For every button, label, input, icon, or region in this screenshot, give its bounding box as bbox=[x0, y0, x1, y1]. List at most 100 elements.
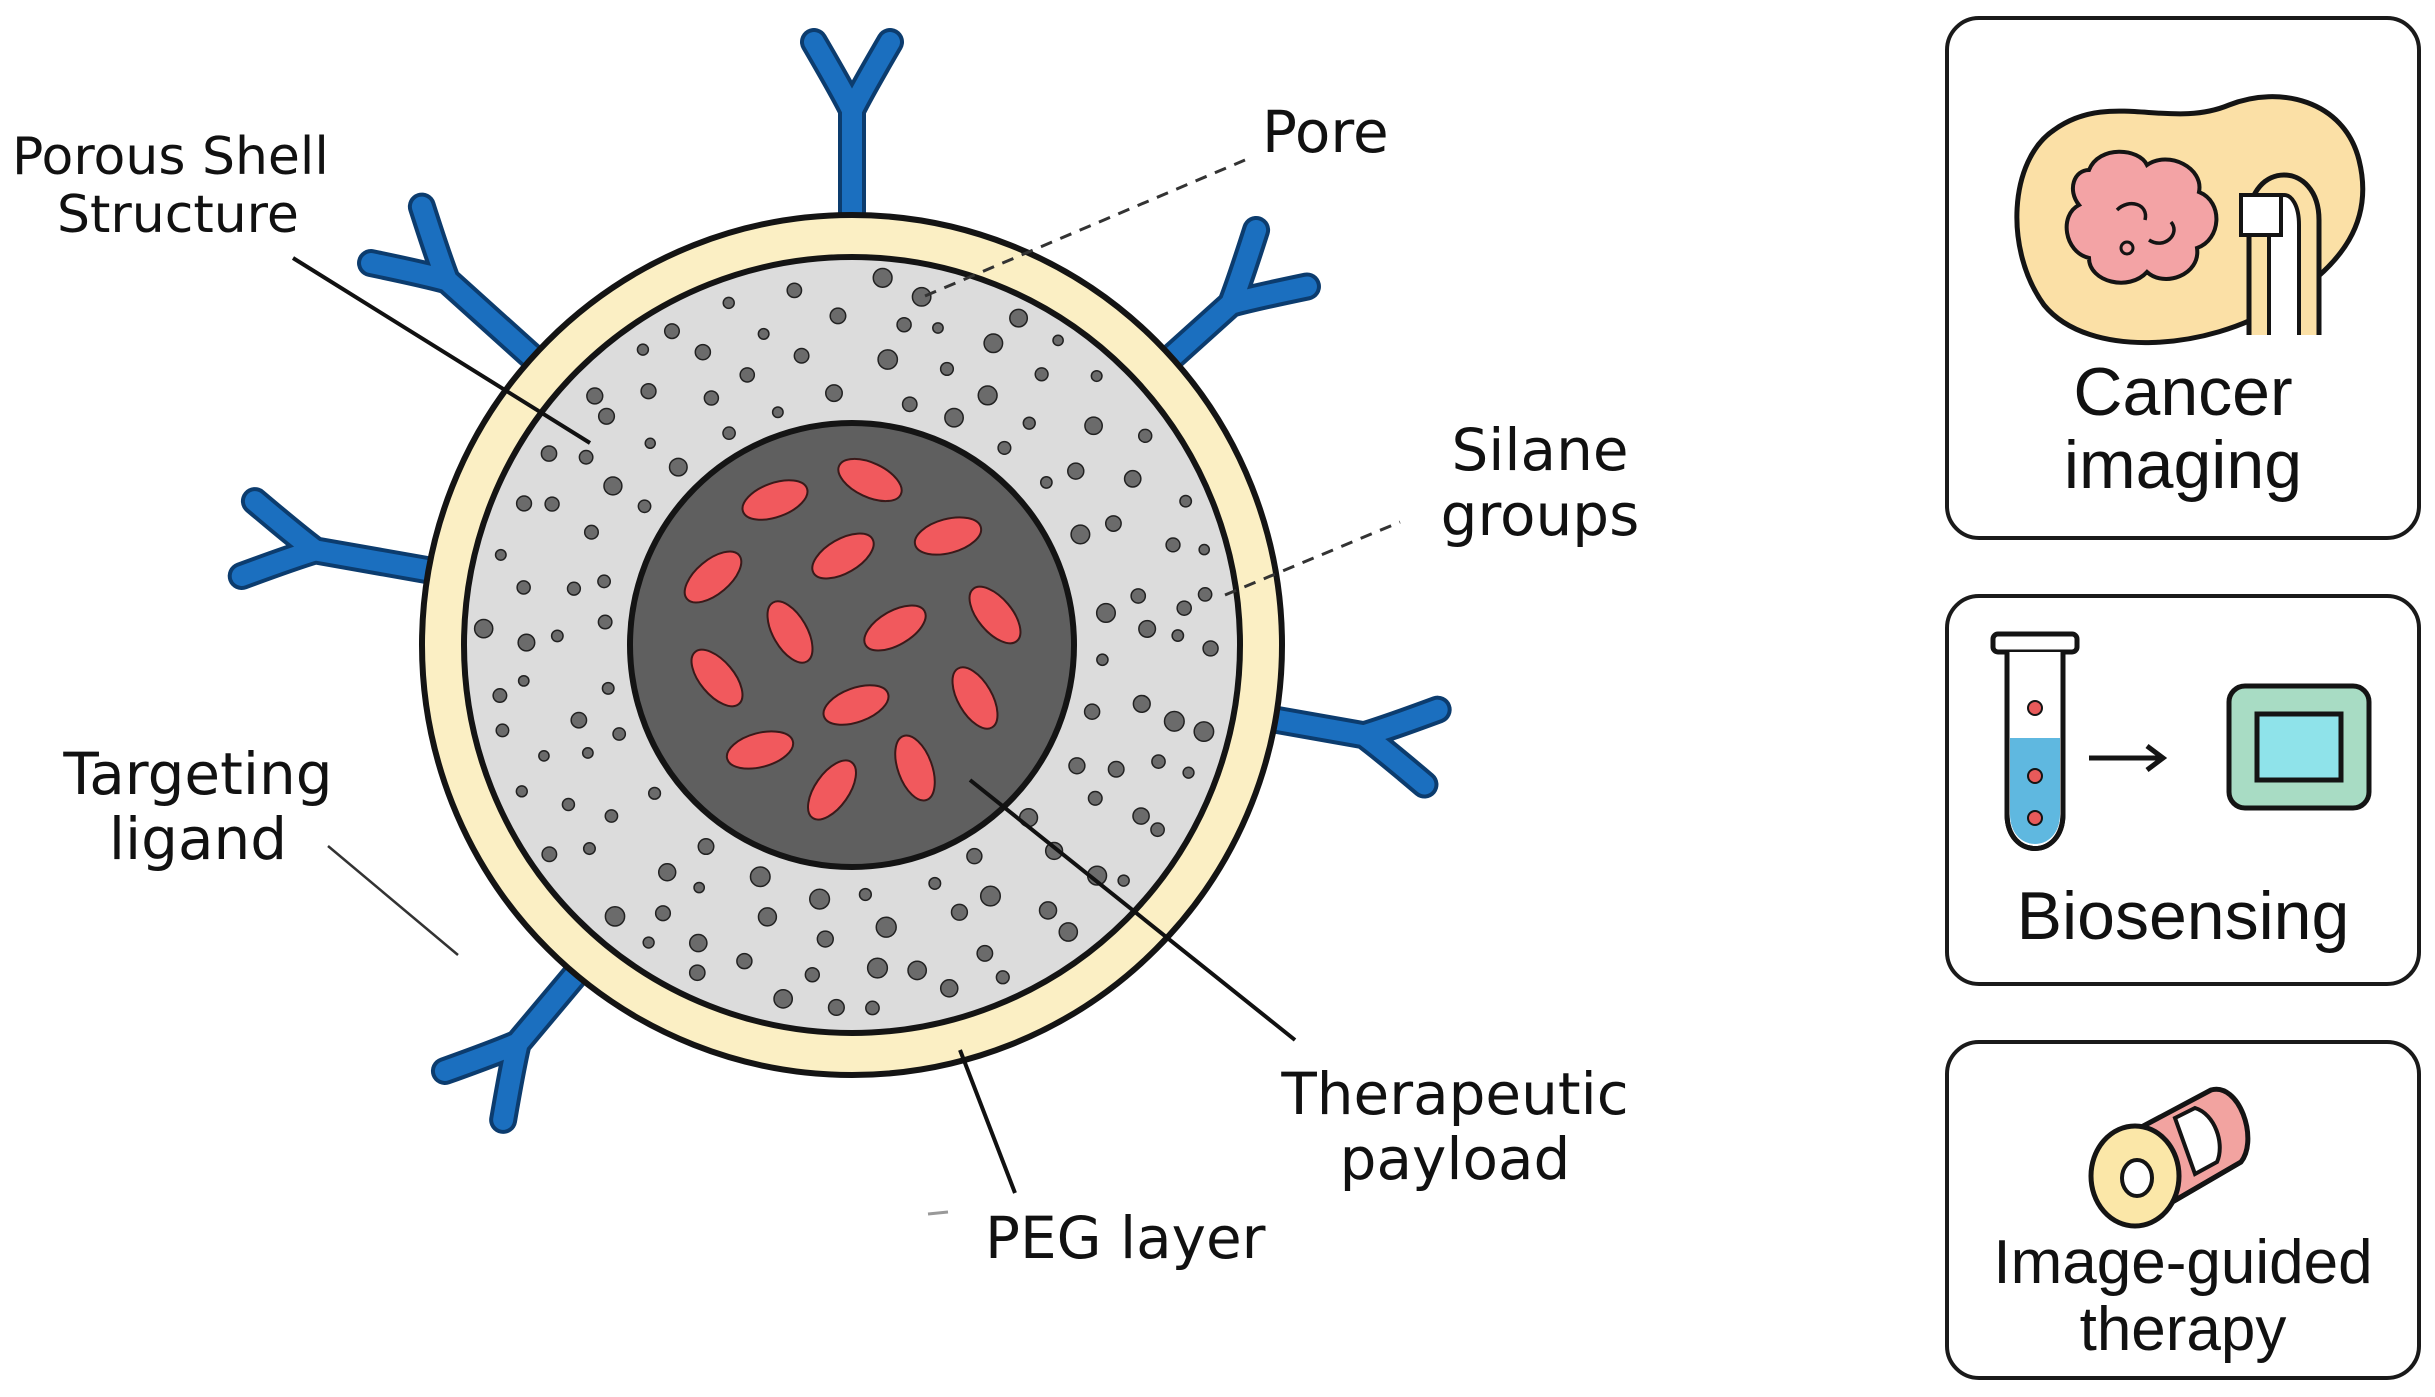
pore bbox=[492, 688, 508, 704]
pore bbox=[541, 846, 558, 863]
pore bbox=[697, 838, 715, 856]
cancer-imaging-title-line1: Cancer bbox=[2073, 354, 2293, 430]
payload-particle bbox=[822, 684, 890, 726]
pore bbox=[703, 390, 720, 406]
pore bbox=[663, 323, 681, 340]
image-guided-therapy-title-line2: therapy bbox=[2079, 1294, 2287, 1364]
pore bbox=[668, 457, 688, 477]
pore bbox=[550, 629, 564, 643]
pore bbox=[1068, 757, 1086, 775]
biosensing-icon bbox=[1990, 631, 2372, 851]
pore bbox=[1193, 721, 1215, 743]
pore bbox=[1052, 334, 1064, 347]
pore bbox=[976, 944, 994, 962]
therapeutic-leader bbox=[968, 778, 1297, 1042]
pore bbox=[1132, 807, 1150, 825]
pore bbox=[877, 349, 899, 370]
pore bbox=[939, 361, 955, 377]
pore bbox=[1137, 428, 1153, 444]
pore bbox=[642, 936, 655, 949]
pore bbox=[1039, 476, 1053, 489]
pore bbox=[603, 476, 623, 496]
pore bbox=[694, 343, 712, 361]
porous-shell-leader bbox=[291, 256, 592, 445]
pore bbox=[722, 296, 735, 310]
pore bbox=[1150, 822, 1165, 838]
pore bbox=[540, 445, 558, 462]
pore bbox=[872, 267, 893, 288]
pore bbox=[773, 988, 794, 1009]
pore bbox=[517, 674, 530, 687]
pore bbox=[1165, 537, 1181, 553]
pore bbox=[1197, 587, 1213, 602]
pore bbox=[1117, 874, 1130, 887]
pore bbox=[578, 449, 594, 465]
pore-leader bbox=[924, 158, 1246, 298]
pore bbox=[827, 998, 845, 1017]
pore bbox=[829, 307, 847, 325]
pore bbox=[997, 440, 1012, 455]
pore bbox=[494, 548, 507, 561]
pore bbox=[601, 681, 615, 695]
payload-particle bbox=[951, 666, 999, 730]
pore bbox=[939, 979, 959, 998]
porous-shell-label: Porous Shell Structure bbox=[12, 127, 329, 246]
pore bbox=[907, 960, 928, 981]
pore bbox=[581, 747, 594, 759]
biosensing-title: Biosensing bbox=[1949, 879, 2417, 953]
porous-shell-label-line1: Porous Shell bbox=[12, 127, 329, 187]
card-biosensing: Biosensing bbox=[1945, 594, 2421, 986]
pore bbox=[858, 887, 873, 902]
pore bbox=[1058, 922, 1079, 942]
pore bbox=[637, 499, 652, 514]
pore bbox=[757, 907, 778, 927]
image-guided-therapy-icon bbox=[2088, 1086, 2251, 1229]
therapeutic-payload-particles bbox=[683, 457, 1022, 821]
cancer-imaging-title: Cancer imaging bbox=[1949, 354, 2417, 503]
stray-mark bbox=[927, 1210, 949, 1216]
pore bbox=[901, 396, 918, 413]
pore bbox=[583, 524, 600, 540]
pore bbox=[647, 786, 662, 800]
silane-label-line1: Silane bbox=[1451, 416, 1629, 484]
cancer-imaging-icon bbox=[2014, 94, 2366, 346]
pore bbox=[654, 905, 672, 922]
pore bbox=[944, 407, 964, 428]
image-guided-therapy-title: Image-guided therapy bbox=[1949, 1229, 2417, 1364]
therapeutic-label-line1: Therapeutic bbox=[1281, 1060, 1629, 1128]
pore bbox=[979, 885, 1002, 907]
pore bbox=[1176, 600, 1193, 616]
payload-particle bbox=[968, 585, 1022, 645]
pore bbox=[739, 367, 756, 383]
porous-shell-label-line2: Structure bbox=[57, 185, 299, 246]
pore bbox=[1022, 416, 1036, 430]
pore bbox=[644, 437, 656, 450]
pore bbox=[950, 903, 969, 921]
pore bbox=[1087, 790, 1103, 806]
pore bbox=[1083, 703, 1101, 720]
pore bbox=[612, 727, 627, 741]
card-image-guided-therapy: Image-guided therapy bbox=[1945, 1040, 2421, 1380]
pore bbox=[995, 970, 1010, 985]
therapeutic-label-line2: payload bbox=[1339, 1124, 1571, 1193]
peg-label: PEG layer bbox=[985, 1204, 1266, 1272]
pore bbox=[693, 881, 706, 894]
pore bbox=[1130, 588, 1147, 604]
payload-particle bbox=[863, 604, 927, 652]
pore bbox=[1132, 694, 1151, 714]
peg-leader bbox=[958, 1049, 1017, 1194]
pore bbox=[561, 797, 576, 812]
targeting-label: Targeting ligand bbox=[28, 742, 368, 872]
pore bbox=[517, 633, 536, 652]
targeting-leader bbox=[327, 845, 459, 956]
pore bbox=[866, 957, 889, 979]
pore bbox=[657, 863, 677, 882]
pore bbox=[1179, 494, 1193, 508]
pore bbox=[1151, 754, 1166, 769]
pore bbox=[816, 930, 834, 948]
pore bbox=[1009, 308, 1029, 328]
pore bbox=[1084, 416, 1103, 436]
pore bbox=[597, 574, 612, 589]
pore bbox=[688, 933, 708, 953]
pore bbox=[865, 1000, 880, 1016]
